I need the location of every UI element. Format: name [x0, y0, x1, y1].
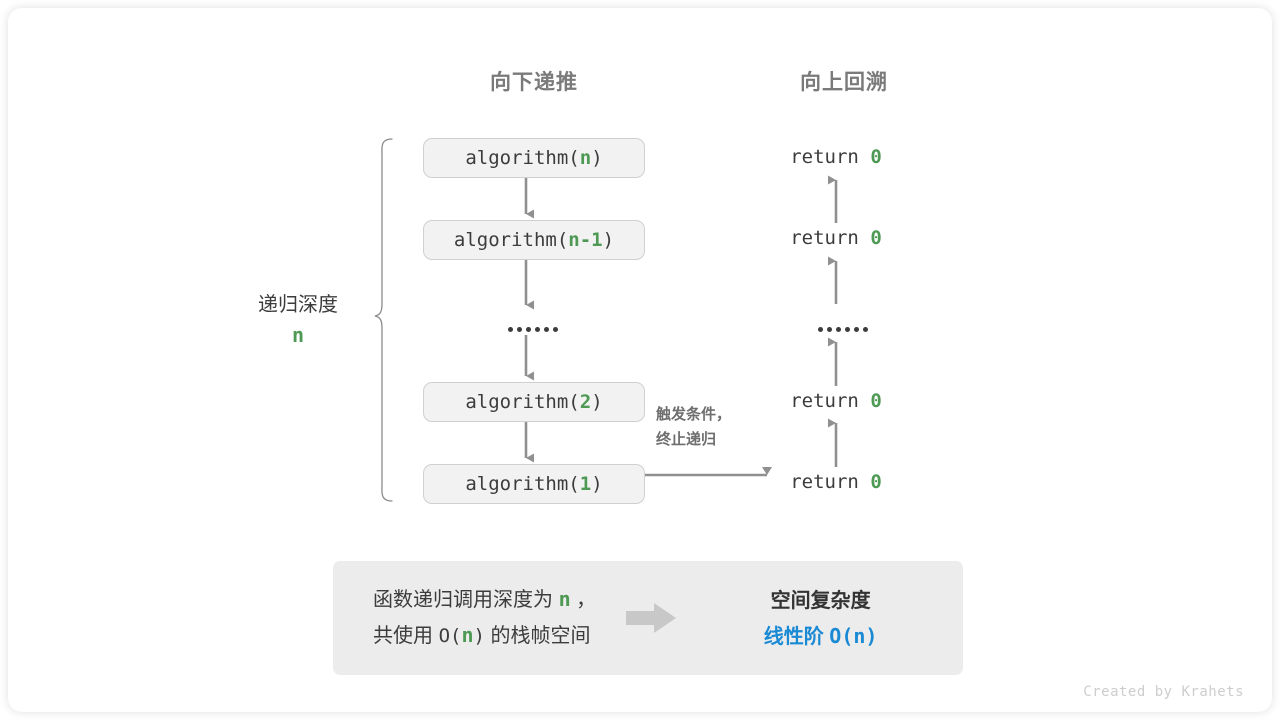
call-box-arg: n — [579, 147, 592, 169]
call-box-arg: 1 — [579, 473, 592, 495]
call-box-close: ) — [602, 229, 615, 251]
call-box-arg: n-1 — [568, 229, 603, 251]
return-keyword: return — [790, 471, 859, 493]
summary-line1-var: n — [558, 587, 571, 611]
complexity-value: 线性阶 O(n) — [700, 619, 941, 654]
summary-line2-o-close: ) — [473, 625, 485, 647]
trigger-note-line2: 终止递归 — [656, 430, 717, 448]
call-box-close: ) — [591, 473, 603, 495]
summary-line-1: 函数递归调用深度为 n ， — [373, 582, 596, 618]
call-box-name: algorithm( — [453, 229, 569, 251]
return-statement-4: return 0 — [736, 471, 936, 493]
summary-line2-pre: 共使用 — [373, 625, 433, 647]
complexity-title: 空间复杂度 — [770, 589, 871, 612]
summary-line-2: 共使用 O(n) 的栈帧空间 — [373, 618, 596, 654]
complexity-value-cn: 线性阶 — [763, 625, 824, 648]
complexity-value-notation: O(n) — [829, 623, 878, 648]
summary-line2-post: 的栈帧空间 — [490, 625, 591, 647]
return-keyword: return — [790, 390, 859, 412]
return-statement-3: return 0 — [736, 390, 936, 412]
ellipsis-left — [508, 327, 558, 332]
return-keyword: return — [790, 227, 859, 249]
diagram-canvas: 向下递推 向上回溯 递归深度 n algorithm(n) algorithm(… — [8, 8, 1272, 712]
column-header-up: 向上回溯 — [800, 71, 888, 94]
summary-right-text: 空间复杂度 线性阶 O(n) — [700, 583, 963, 654]
call-box-name: algorithm( — [465, 147, 580, 169]
summary-arrow-wrap — [596, 601, 700, 635]
call-box-name: algorithm( — [465, 473, 580, 495]
summary-left-text: 函数递归调用深度为 n ， 共使用 O(n) 的栈帧空间 — [333, 582, 596, 654]
call-box-close: ) — [591, 391, 603, 413]
call-box-n-minus-1[interactable]: algorithm(n-1) — [423, 220, 645, 260]
call-box-name: algorithm( — [465, 391, 580, 413]
return-value: 0 — [870, 471, 882, 493]
recursion-depth-text: 递归深度 — [258, 294, 338, 316]
recursion-depth-value: n — [291, 323, 305, 347]
right-block-arrow-icon — [626, 603, 677, 633]
call-box-arg: 2 — [579, 391, 592, 413]
summary-panel: 函数递归调用深度为 n ， 共使用 O(n) 的栈帧空间 空间复杂度 线性阶 O… — [333, 561, 963, 675]
summary-line1-pre: 函数递归调用深度为 — [373, 589, 553, 611]
column-header-down: 向下递推 — [490, 71, 578, 94]
return-value: 0 — [870, 227, 882, 249]
ellipsis-right — [818, 327, 868, 332]
summary-line1-post: ， — [576, 589, 597, 611]
return-value: 0 — [870, 146, 882, 168]
summary-line2-var: n — [461, 623, 474, 647]
call-box-2[interactable]: algorithm(2) — [423, 382, 645, 422]
return-value: 0 — [870, 390, 882, 412]
trigger-condition-note: 触发条件， 终止递归 — [656, 403, 731, 453]
credit-text: Created by Krahets — [1083, 684, 1244, 700]
return-statement-2: return 0 — [736, 227, 936, 249]
call-box-close: ) — [591, 147, 603, 169]
return-keyword: return — [790, 146, 859, 168]
call-box-1[interactable]: algorithm(1) — [423, 464, 645, 504]
summary-line2-o: O( — [438, 625, 462, 647]
trigger-note-line1: 触发条件， — [656, 406, 732, 423]
call-box-n[interactable]: algorithm(n) — [423, 138, 645, 178]
return-statement-1: return 0 — [736, 146, 936, 168]
recursion-depth-label: 递归深度 n — [208, 290, 388, 350]
